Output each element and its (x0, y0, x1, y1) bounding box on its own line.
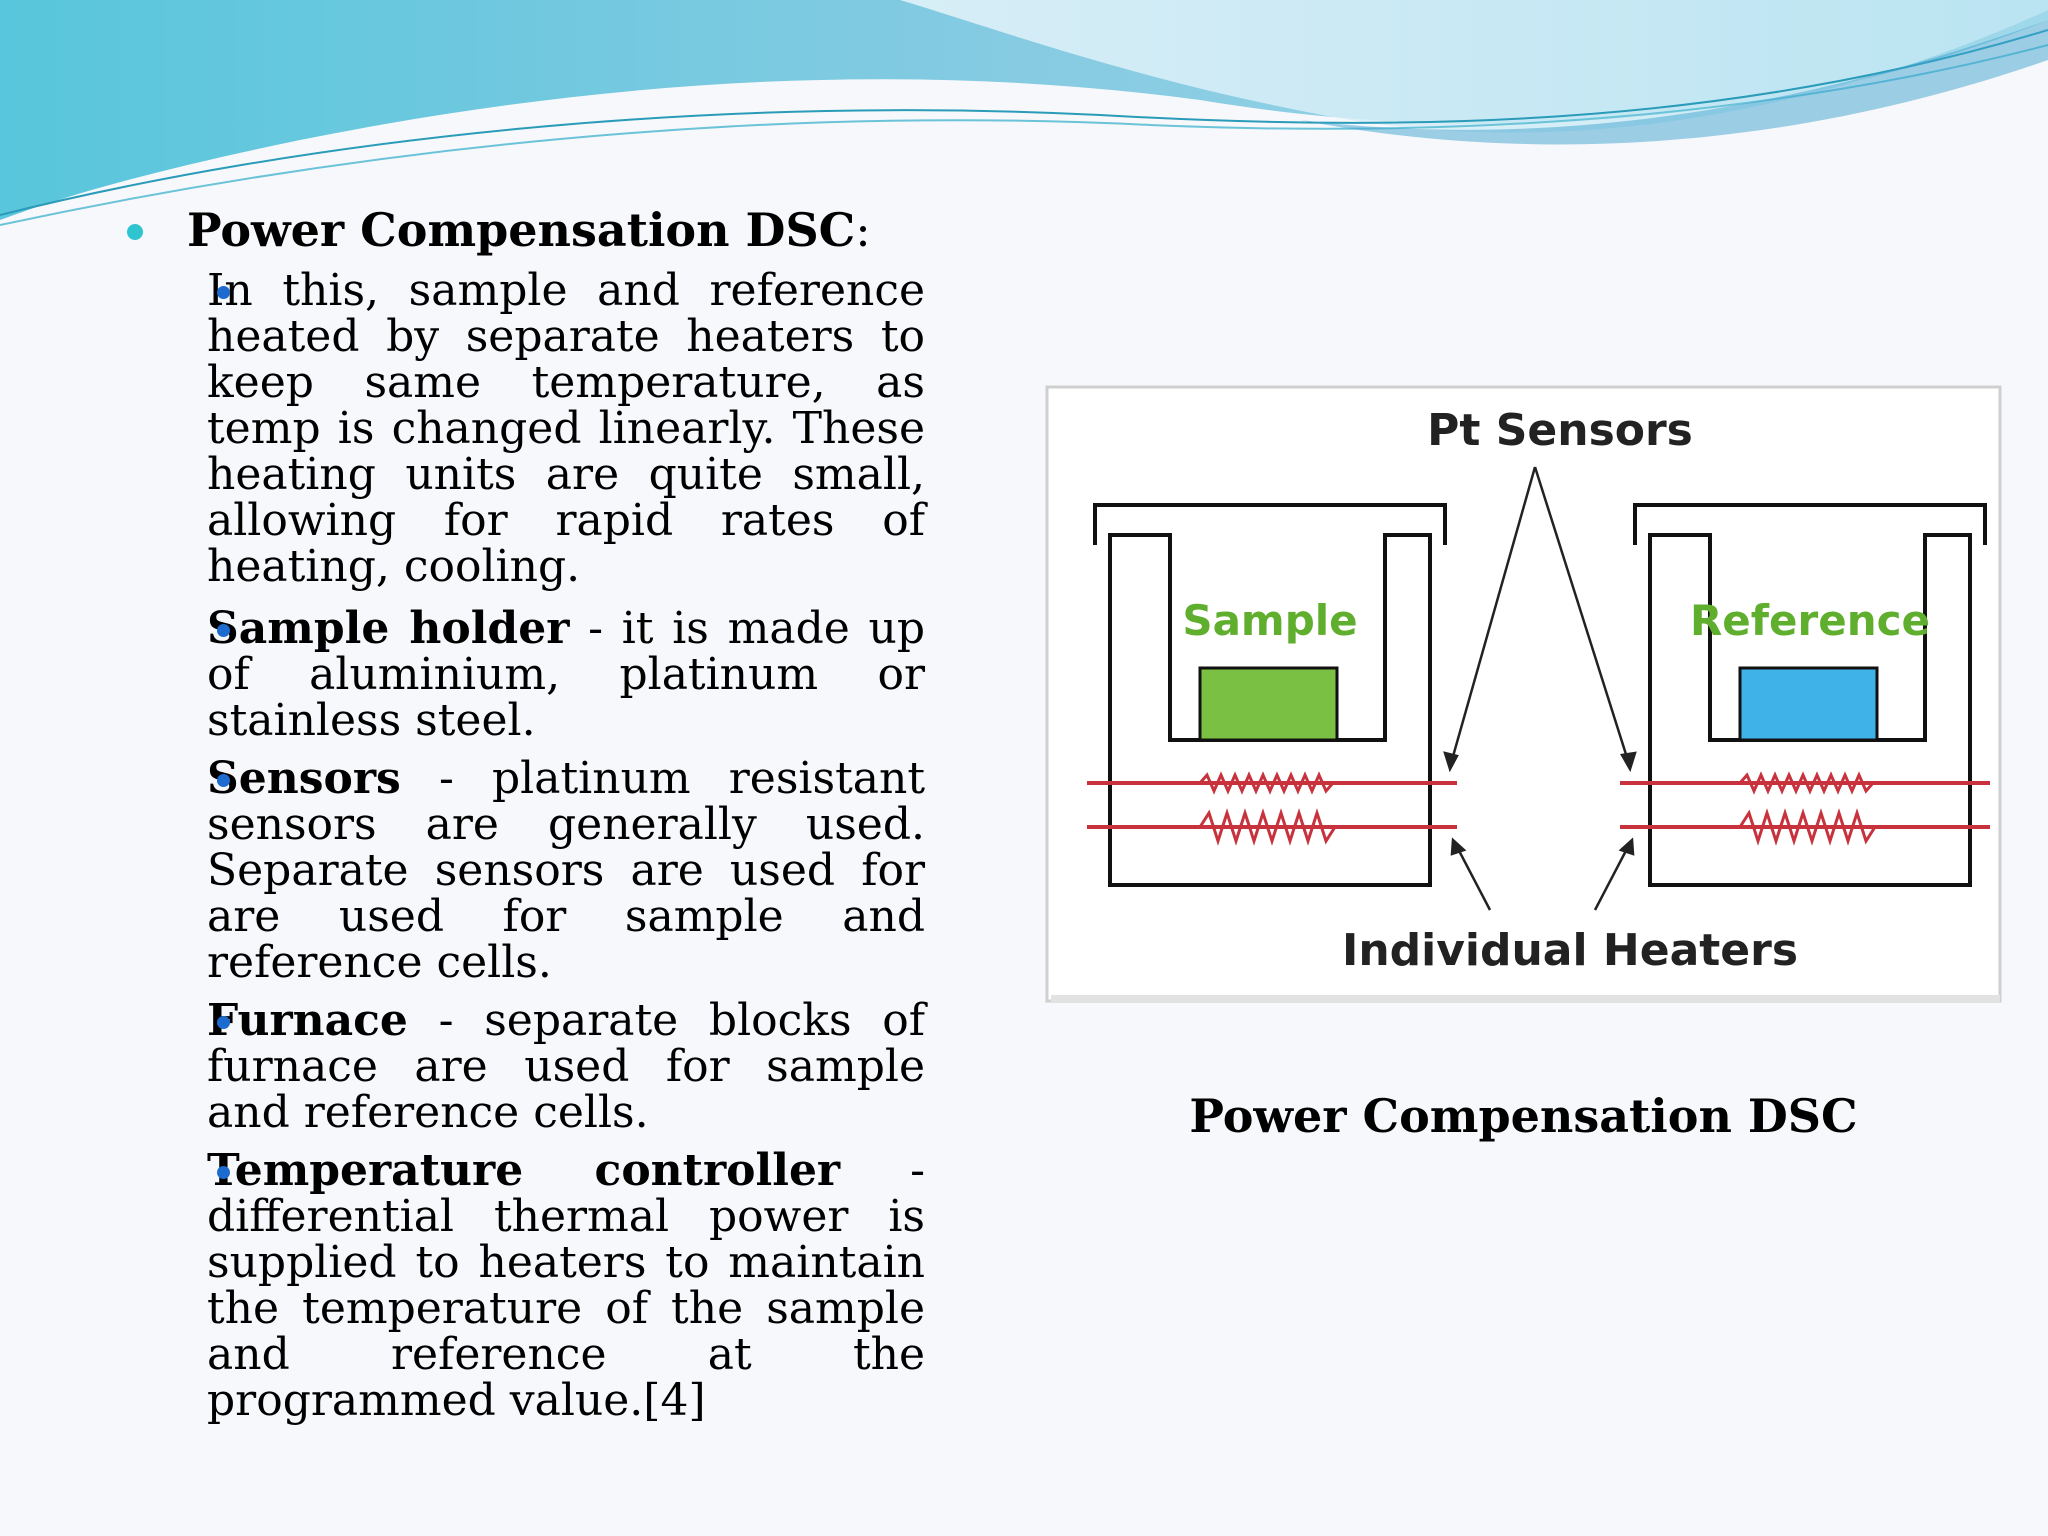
diagram-caption: Power Compensation DSC (1189, 1089, 1858, 1143)
heater-coil (1738, 808, 1877, 846)
sub-bullet-item: Sensors - platinum resistant sensors are… (125, 756, 925, 986)
diagram-shadow (1051, 995, 2000, 1003)
sub-bullet-body: platinum resistant sensors are generally… (207, 753, 925, 988)
sensor-arrows (1443, 466, 1637, 773)
sub-bullet-item: Sample holder - it is made up of alumini… (125, 606, 925, 744)
sub-bullet-item: Furnace - separate blocks of furnace are… (125, 998, 925, 1136)
sub-bullet-sep: - (840, 1145, 926, 1196)
slide-body: Power Compensation DSC: In this, sample … (125, 200, 1005, 1436)
sub-bullet-text: Sensors - platinum resistant sensors are… (207, 756, 925, 986)
sample-block (1198, 666, 1339, 742)
sub-bullet-list: In this, sample and reference heated by … (125, 268, 1005, 1424)
individual-heaters-label: Individual Heaters (1342, 925, 1798, 976)
heater-arrows (1450, 837, 1635, 911)
sub-bullet-text: Temperature controller - differential th… (207, 1148, 925, 1424)
sub-bullet-term: Sample holder (207, 603, 570, 654)
sub-bullet-text: In this, sample and reference heated by … (207, 268, 925, 590)
sub-bullet-body: In this, sample and reference heated by … (207, 265, 925, 592)
sub-bullet-dot (217, 286, 230, 299)
main-bullet-title: Power Compensation DSC (187, 203, 856, 257)
sub-bullet-term: Temperature controller (207, 1145, 841, 1196)
dsc-diagram: Pt Sensors Sample Reference Individual (1045, 385, 2002, 1003)
sample-label: Sample (1182, 596, 1357, 645)
sub-bullet-dot (217, 1016, 230, 1029)
sub-bullet-sep: - (407, 995, 485, 1046)
main-bullet-dot (127, 224, 143, 240)
sub-bullet-dot (217, 624, 230, 637)
sub-bullet-body: it is made up of aluminium, platinum or … (207, 603, 926, 746)
sub-bullet-text: Sample holder - it is made up of alumini… (207, 606, 925, 744)
reference-label: Reference (1690, 596, 1930, 645)
sub-bullet-dot (217, 1166, 230, 1179)
heater-coil (1738, 771, 1875, 795)
sub-bullet-item: Temperature controller - differential th… (125, 1148, 925, 1424)
main-bullet-item: Power Compensation DSC: (125, 200, 1005, 260)
sample-cell: Sample (1087, 503, 1457, 887)
sub-bullet-term: Sensors (207, 753, 401, 804)
sub-bullet-sep: - (400, 753, 492, 804)
header-wave-decoration (0, 0, 2048, 226)
heater-coil (1198, 771, 1335, 795)
sub-bullet-text: Furnace - separate blocks of furnace are… (207, 998, 925, 1136)
heater-coil (1198, 808, 1337, 846)
sub-bullet-sep: - (569, 603, 622, 654)
reference-cell: Reference (1620, 503, 1990, 887)
sub-bullet-item: In this, sample and reference heated by … (125, 268, 925, 590)
sub-bullet-body: differential thermal power is supplied t… (207, 1191, 925, 1426)
main-bullet-colon: : (855, 203, 871, 257)
reference-block (1738, 666, 1879, 742)
pt-sensors-label: Pt Sensors (1427, 405, 1693, 456)
sub-bullet-body: separate blocks of furnace are used for … (207, 995, 925, 1138)
sub-bullet-dot (217, 774, 230, 787)
sub-bullet-term: Furnace (207, 995, 408, 1046)
